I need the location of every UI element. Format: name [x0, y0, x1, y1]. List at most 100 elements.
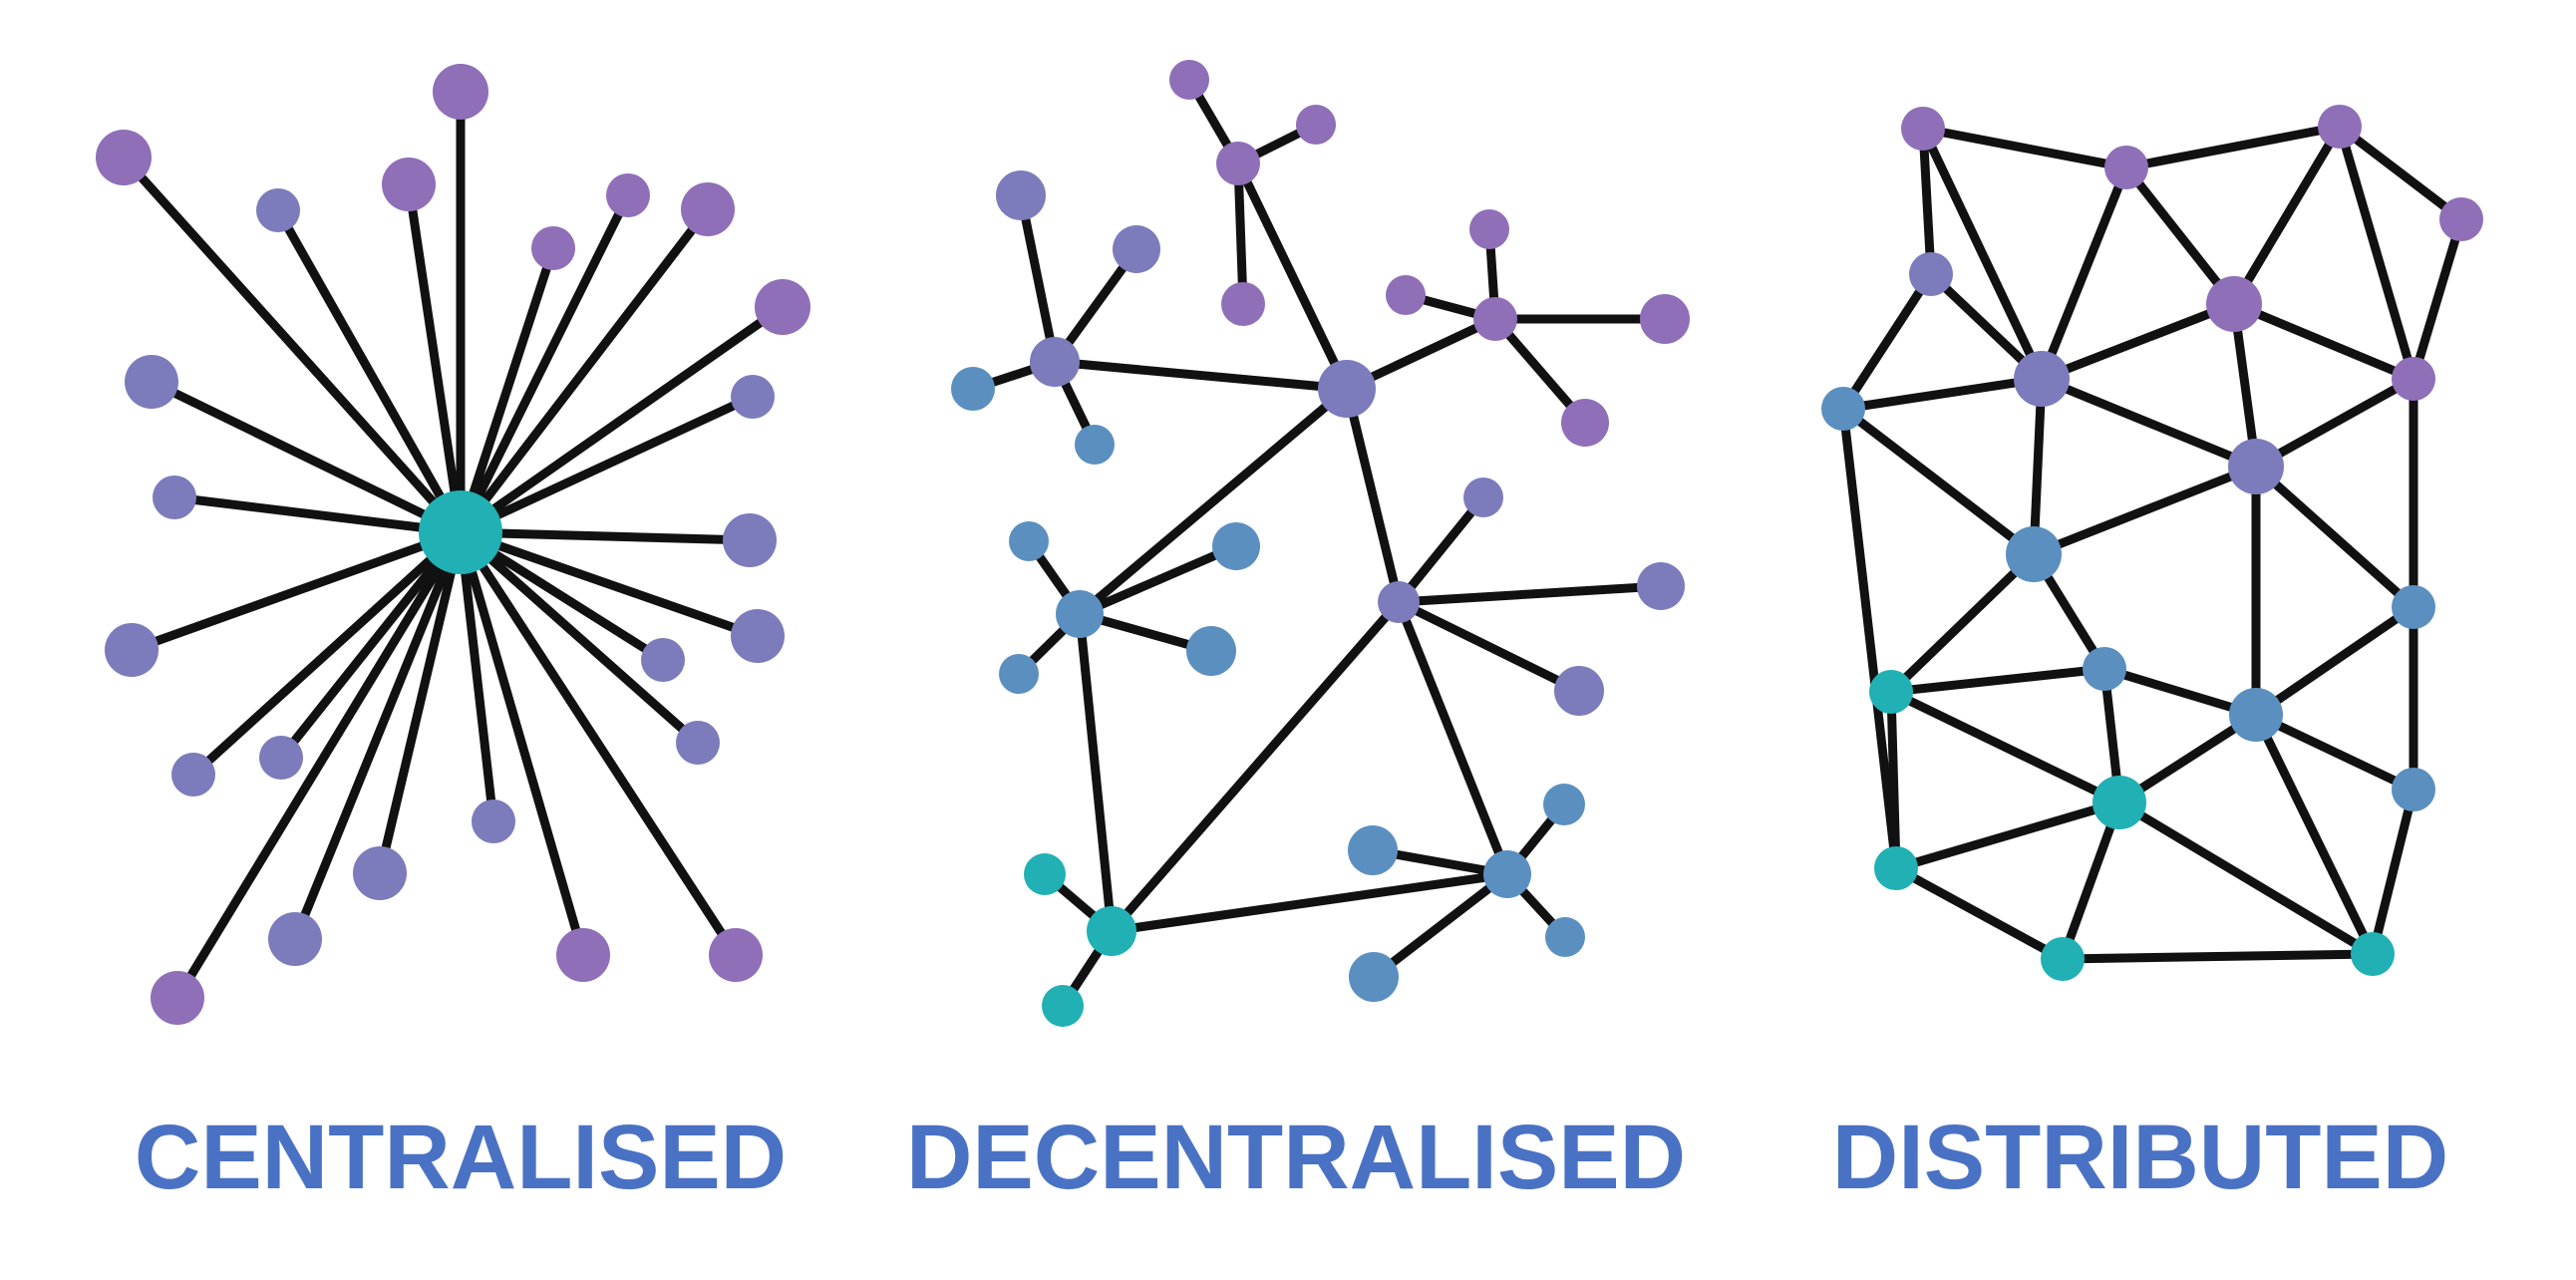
network-link: [1891, 863, 2068, 964]
network-link: [2368, 785, 2418, 959]
network-node: [1216, 142, 1260, 185]
network-link: [172, 527, 466, 1003]
network-link: [456, 302, 788, 537]
network-node: [1469, 209, 1509, 249]
network-node: [2228, 439, 2284, 494]
network-link: [1342, 384, 1404, 607]
network-link: [1016, 190, 1060, 367]
network-node: [723, 513, 777, 567]
network-link: [2114, 798, 2378, 959]
network-link: [1394, 492, 1488, 607]
network-node: [681, 182, 735, 236]
distributed-network: [1821, 105, 2483, 981]
centralised-edges: [119, 87, 788, 1003]
network-link: [290, 527, 466, 944]
network-link: [456, 204, 713, 537]
network-node: [1909, 252, 1953, 296]
network-link: [456, 392, 758, 537]
network-link: [1107, 597, 1404, 936]
network-link: [1075, 541, 1241, 619]
network-node: [1386, 275, 1426, 315]
network-link: [2037, 162, 2131, 384]
network-node: [2014, 351, 2070, 407]
network-node: [1483, 850, 1531, 898]
centralised-label: CENTRALISED: [135, 1107, 787, 1208]
network-node: [1042, 985, 1084, 1027]
network-node: [1543, 784, 1585, 825]
network-node: [1318, 360, 1376, 418]
network-node: [1821, 387, 1865, 431]
network-link: [1886, 664, 2109, 697]
network-link: [147, 377, 466, 537]
network-node: [996, 170, 1046, 220]
network-node: [641, 638, 685, 682]
network-link: [2335, 122, 2418, 384]
network-link: [2037, 374, 2261, 472]
network-link: [169, 492, 466, 537]
network-link: [1886, 549, 2039, 697]
network-link: [456, 527, 498, 826]
network-node: [1561, 399, 1609, 447]
network-link: [2251, 602, 2418, 720]
network-link: [456, 527, 741, 960]
network-link: [2114, 710, 2261, 807]
network-node: [1113, 225, 1160, 273]
network-link: [1891, 798, 2124, 873]
network-node: [999, 654, 1039, 694]
network-node: [606, 173, 650, 217]
network-node: [1296, 105, 1336, 145]
network-link: [2251, 710, 2378, 959]
network-link: [2121, 122, 2345, 172]
network-node: [1637, 562, 1685, 610]
network-node: [259, 736, 303, 780]
network-link: [2251, 374, 2418, 472]
network-node: [256, 188, 300, 232]
network-link: [404, 179, 466, 537]
network-link: [1394, 597, 1512, 879]
network-node: [171, 753, 215, 797]
network-node: [2392, 357, 2435, 401]
network-node: [1169, 60, 1209, 100]
distributed-edges: [1838, 122, 2466, 964]
network-link: [1886, 687, 1901, 873]
network-node: [1473, 297, 1517, 341]
network-link: [276, 527, 466, 763]
network-node: [1378, 581, 1420, 623]
network-link: [2029, 462, 2261, 559]
network-node: [1087, 906, 1136, 956]
network-node: [531, 226, 575, 270]
network-link: [2029, 374, 2047, 559]
network-node: [1348, 825, 1398, 875]
network-link: [1918, 124, 1936, 279]
network-link: [188, 527, 466, 780]
network-link: [1075, 609, 1117, 936]
network-link: [456, 527, 703, 748]
network-link: [2229, 299, 2418, 384]
centralised-nodes: [96, 64, 810, 1025]
network-link: [2058, 798, 2124, 964]
network-link: [1233, 159, 1248, 309]
network-link: [2037, 299, 2239, 384]
network-node: [2104, 146, 2148, 189]
network-node: [2006, 526, 2062, 582]
network-node: [1901, 107, 1945, 151]
network-node: [1874, 846, 1918, 890]
network-node: [105, 623, 159, 677]
network-link: [375, 527, 466, 878]
network-link: [1233, 159, 1352, 394]
network-node: [1554, 666, 1604, 716]
decentralised-network: [951, 60, 1690, 1027]
network-node: [2083, 647, 2126, 691]
network-node: [153, 476, 196, 519]
network-link: [456, 243, 558, 537]
network-node: [676, 721, 720, 765]
network-link: [2121, 162, 2239, 309]
network-node: [1056, 590, 1104, 638]
network-link: [2409, 214, 2466, 384]
network-node: [1640, 294, 1690, 344]
decentralised-nodes: [951, 60, 1690, 1027]
network-link: [456, 190, 633, 537]
network-link: [1918, 124, 2131, 172]
